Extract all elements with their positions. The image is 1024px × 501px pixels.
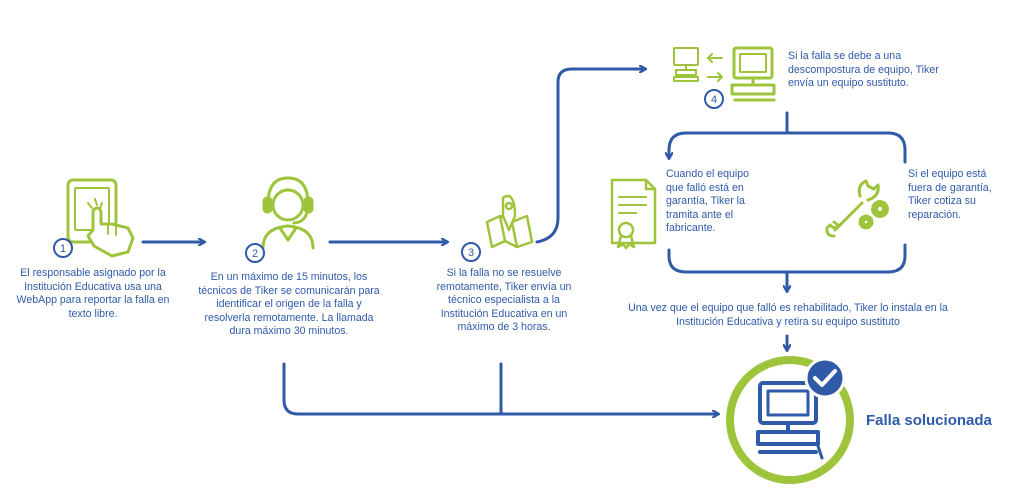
step-4-text: Si la falla se debe a una descompostura … <box>788 50 939 90</box>
step-2-badge: 2 <box>245 243 265 263</box>
arrow-3-4 <box>535 69 645 244</box>
rehab-text: Una vez que el equipo que falló es rehab… <box>628 302 948 328</box>
computer-swap-icon <box>673 46 776 102</box>
tablet-touch-icon <box>66 178 135 258</box>
step-1-badge: 1 <box>53 238 73 258</box>
connectors <box>141 69 907 414</box>
svg-text:4: 4 <box>711 94 717 106</box>
step-2-text: En un máximo de 15 minutos, los técnicos… <box>198 271 380 338</box>
warranty-text: Cuando el equipo que falló está en garan… <box>666 168 750 235</box>
map-pin-icon <box>485 194 534 249</box>
wrench-gears-icon <box>825 179 889 238</box>
svg-text:1: 1 <box>60 243 66 255</box>
check-badge-icon <box>804 357 846 399</box>
headset-technician-icon <box>261 176 315 250</box>
step-3-text: Si la falla no se resuelve remotamente, … <box>436 267 572 334</box>
out-of-warranty-text: Si el equipo está fuera de garantía, Tik… <box>908 168 992 221</box>
result-label: Falla solucionada <box>866 412 992 429</box>
step-3-badge: 3 <box>461 242 481 262</box>
branch-bottom <box>667 243 907 274</box>
certificate-icon <box>610 178 657 250</box>
svg-text:3: 3 <box>468 247 474 259</box>
solved-computer-icon <box>726 356 854 484</box>
step-1-text: El responsable asignado por la Instituci… <box>16 267 170 320</box>
step-4-badge: 4 <box>704 89 724 109</box>
branch-top <box>667 131 907 164</box>
svg-text:2: 2 <box>252 248 258 260</box>
bottom-return-line <box>282 362 718 414</box>
